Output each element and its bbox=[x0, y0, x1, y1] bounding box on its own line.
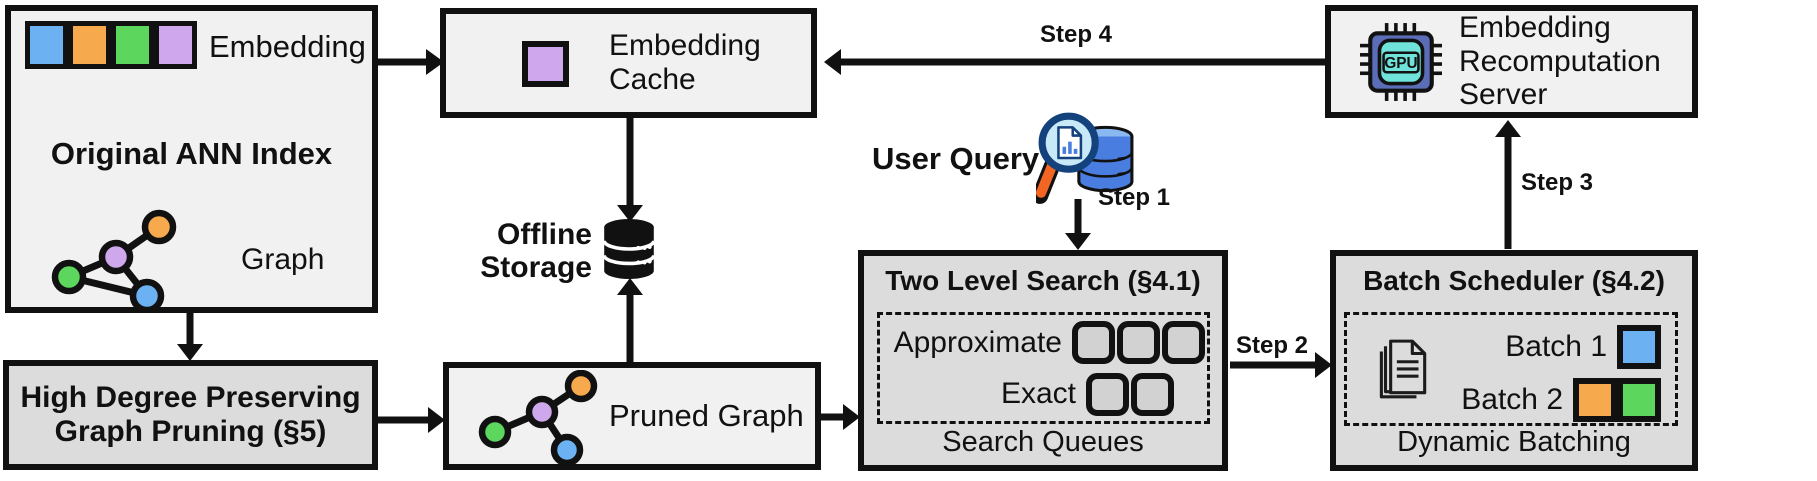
batch-slot-green bbox=[1617, 377, 1661, 422]
dynamic-batching-footer: Dynamic Batching bbox=[1397, 426, 1631, 458]
query-documents-icon bbox=[1379, 339, 1427, 399]
arrow-index-to-pruning bbox=[177, 311, 203, 361]
original-ann-index-title: Original ANN Index bbox=[50, 136, 333, 171]
queue-slot bbox=[1086, 372, 1129, 416]
embedding-label: Embedding bbox=[209, 29, 366, 64]
batch-slot-blue bbox=[1617, 324, 1661, 369]
offline-storage-label: Offline Storage bbox=[480, 218, 592, 284]
batch-slot-orange bbox=[1573, 377, 1617, 422]
pruned-graph-label: Pruned Graph bbox=[609, 398, 804, 433]
queue-slot bbox=[1117, 321, 1160, 364]
approximate-queue-label: Approximate bbox=[893, 325, 1062, 359]
graph-label: Graph bbox=[241, 243, 325, 276]
queue-slot bbox=[1162, 321, 1205, 364]
arrow-step-3-batch-to-server bbox=[1495, 120, 1521, 249]
batch-1-label: Batch 1 bbox=[1505, 329, 1607, 363]
dynamic-batching-panel: Batch 1 Batch 2 bbox=[1344, 312, 1678, 426]
embedding-cell-orange bbox=[68, 21, 111, 69]
queue-slot bbox=[1131, 372, 1174, 416]
batch-1-slots bbox=[1617, 324, 1661, 369]
user-query-icon bbox=[1036, 112, 1134, 204]
exact-queue-slots bbox=[1086, 372, 1176, 416]
step-1-label: Step 1 bbox=[1098, 184, 1171, 211]
two-level-search-box: Two Level Search (§4.1) Approximate Exac… bbox=[858, 250, 1228, 471]
original-ann-index-box: Embedding Original ANN Index Graph bbox=[5, 5, 378, 313]
approximate-queue-slots bbox=[1072, 321, 1207, 364]
exact-queue-label: Exact bbox=[1000, 377, 1076, 410]
arrow-pruning-to-pruned-graph bbox=[374, 407, 445, 433]
embedding-cell-purple bbox=[154, 21, 197, 69]
step-3-label: Step 3 bbox=[1521, 169, 1594, 196]
graph-pruning-title: High Degree Preserving Graph Pruning (§5… bbox=[20, 381, 361, 448]
recomputation-server-label: Embedding Recomputation Server bbox=[1459, 11, 1661, 112]
step-4-label: Step 4 bbox=[1039, 21, 1113, 48]
arrow-cache-to-storage bbox=[617, 116, 643, 222]
embedding-cell-blue bbox=[25, 21, 68, 69]
step-2-label: Step 2 bbox=[1236, 332, 1309, 359]
two-level-search-title: Two Level Search (§4.1) bbox=[885, 265, 1201, 296]
batch-scheduler-box: Batch Scheduler (§4.2) Batch 1 bbox=[1330, 250, 1698, 471]
recomputation-server-box: GPU Embedding Recomputation Server bbox=[1325, 5, 1698, 118]
pruned-graph-box: Pruned Graph bbox=[443, 362, 821, 470]
arrow-index-to-cache bbox=[378, 49, 444, 75]
cached-embedding-icon bbox=[522, 41, 569, 87]
graph-pruning-box: High Degree Preserving Graph Pruning (§5… bbox=[3, 360, 378, 470]
pruned-graph-icon bbox=[478, 370, 598, 464]
embedding-vector-icon bbox=[25, 21, 197, 69]
embedding-cache-box: Embedding Cache bbox=[440, 8, 817, 118]
svg-text:GPU: GPU bbox=[1384, 55, 1417, 72]
arrow-pruned-graph-to-storage bbox=[617, 278, 643, 363]
user-query-label: User Query bbox=[872, 141, 1040, 176]
embedding-cache-label: Embedding Cache bbox=[609, 29, 761, 96]
embedding-cell-green bbox=[111, 21, 154, 69]
arrow-step-4-server-to-cache bbox=[824, 49, 1328, 75]
offline-storage-database-icon bbox=[602, 219, 656, 279]
search-queues-footer: Search Queues bbox=[942, 426, 1144, 458]
batch-2-label: Batch 2 bbox=[1461, 382, 1563, 416]
gpu-chip-icon: GPU bbox=[1360, 23, 1442, 101]
batch-2-slots bbox=[1573, 377, 1661, 422]
arrow-pruned-graph-to-search bbox=[818, 404, 860, 430]
batch-scheduler-title: Batch Scheduler (§4.2) bbox=[1363, 265, 1665, 296]
queue-slot bbox=[1072, 321, 1115, 364]
graph-icon bbox=[51, 209, 177, 313]
search-queues-panel: Approximate Exact bbox=[877, 312, 1210, 424]
